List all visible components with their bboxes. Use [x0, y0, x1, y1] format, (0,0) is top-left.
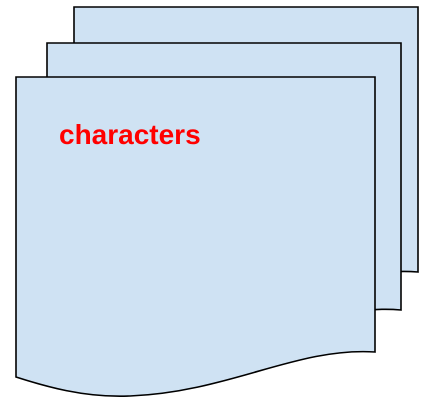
- document-sheet-front: [15, 76, 376, 398]
- document-label: characters: [59, 119, 201, 150]
